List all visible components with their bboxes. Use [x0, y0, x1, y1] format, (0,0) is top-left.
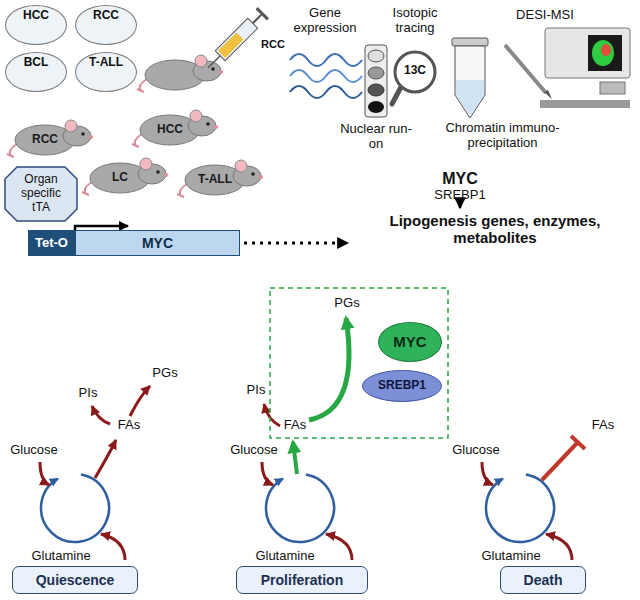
node-text: BCL	[24, 56, 49, 70]
metabolite-label: FAs	[114, 418, 144, 433]
isotope-label: 13C	[399, 64, 431, 78]
state-box: Proliferation	[236, 566, 368, 594]
srebp1-oval: SREBP1	[362, 370, 442, 402]
magnifier	[392, 52, 435, 104]
node-text: LC	[112, 171, 128, 185]
metabolite-label: PGs	[150, 366, 180, 381]
mouse	[137, 55, 223, 92]
state-box: Quiescence	[12, 566, 138, 594]
node-text: Organ specific tTA	[12, 173, 70, 214]
node-text: T-ALL	[89, 56, 123, 70]
metabolite-label: PGs	[332, 296, 362, 311]
run-on-gel	[365, 45, 387, 117]
node-text: Lipogenesis genes, enzymes, metabolites	[356, 212, 634, 247]
promoter-octagon: Organ specific tTA	[4, 166, 78, 222]
metabolite-label: PIs	[244, 383, 268, 398]
transgene-bar: MYC	[75, 230, 240, 256]
mouse-label: LC	[92, 169, 148, 187]
node-text: Quiescence	[36, 572, 115, 588]
connector	[244, 242, 348, 245]
metabolic-cycles	[40, 288, 585, 560]
regulator-text: MYCSREBP1	[425, 170, 495, 203]
node-text: HCC	[157, 123, 183, 137]
petri-dish: HCC	[5, 5, 67, 45]
petri-dish: T-ALL	[75, 52, 137, 92]
node-text: MYC	[393, 333, 426, 350]
node-text: HCC	[23, 9, 49, 23]
metabolite-label: FAs	[588, 418, 618, 433]
tca-cycle	[266, 475, 334, 542]
green-flux	[293, 318, 349, 474]
node-text: Proliferation	[261, 572, 343, 588]
node-text: MYC	[142, 235, 173, 251]
operator-box: Tet-O	[28, 230, 75, 256]
dashed-box	[270, 288, 448, 438]
metabolite-label: Glutamine	[250, 549, 320, 564]
method-label: DESI-MSI	[505, 8, 585, 23]
mouse-label: HCC	[142, 121, 198, 139]
mouse	[132, 110, 218, 147]
node-text: RCC	[93, 9, 119, 23]
mouse	[177, 160, 263, 197]
connector	[459, 205, 462, 208]
metabolite-label: Glucose	[448, 443, 504, 458]
node-text: T-ALL	[198, 173, 232, 187]
blocked-flux	[542, 436, 585, 480]
metabolite-label: Glucose	[226, 443, 282, 458]
state-box: Death	[500, 566, 586, 594]
petri-dish: BCL	[5, 52, 67, 92]
node-text: MYC	[442, 170, 478, 188]
metabolite-label: Glucose	[6, 443, 62, 458]
node-text: Tet-O	[35, 236, 68, 251]
mouse	[7, 120, 93, 157]
mouse-label: RCC	[17, 131, 73, 149]
node-text: SREBP1	[434, 188, 485, 203]
metabolite-label: Glutamine	[26, 549, 96, 564]
tca-cycle	[41, 475, 109, 542]
outcome-text: Lipogenesis genes, enzymes, metabolites	[352, 210, 638, 249]
node-text: RCC	[32, 133, 58, 147]
metabolite-label: Glutamine	[476, 549, 546, 564]
syringe	[203, 7, 269, 73]
flux-arrows	[40, 386, 572, 560]
method-label: Nuclear run-on	[340, 122, 412, 152]
desi-msi-instrument	[505, 28, 630, 108]
syringe-label: RCC	[258, 38, 288, 51]
myc-oval: MYC	[378, 322, 442, 362]
method-label: Chromatin immuno-precipitation	[440, 121, 565, 151]
metabolite-label: PIs	[76, 386, 100, 401]
petri-dish: RCC	[75, 5, 137, 45]
metabolite-label: FAs	[280, 418, 310, 433]
node-text: Death	[524, 572, 563, 588]
chip-tube	[452, 38, 488, 118]
mouse	[82, 158, 168, 195]
method-label: Gene expression	[285, 6, 365, 36]
tca-cycle	[486, 475, 554, 542]
node-text: SREBP1	[378, 379, 426, 393]
mouse-label: T-ALL	[187, 171, 243, 189]
method-label: Isotopic tracing	[382, 6, 448, 36]
gene-expression-waves	[290, 54, 362, 98]
